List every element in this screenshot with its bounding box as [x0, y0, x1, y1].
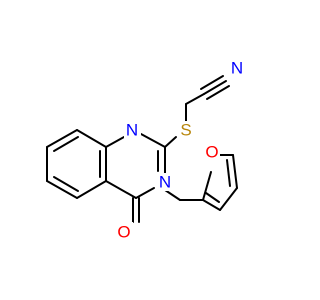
molecule-drawing: N N S N O O: [46, 58, 246, 242]
triple-bond: [206, 85, 230, 100]
pyrimidinone-ring: [105, 133, 166, 223]
bond: [105, 136, 125, 148]
bond: [185, 93, 205, 105]
cyanomethylthio-group: [164, 75, 230, 148]
bond: [105, 180, 137, 199]
furylmethyl-group: [164, 154, 238, 211]
bond: [140, 133, 166, 148]
bond: [46, 180, 78, 199]
bond: [202, 171, 212, 201]
bond: [202, 199, 221, 211]
structure-diagram: N N S N O O: [46, 58, 246, 242]
double-bond-inner: [53, 136, 79, 152]
atom-label-carbonyl-o: O: [117, 223, 130, 242]
bond: [76, 180, 107, 199]
bond: [164, 136, 177, 148]
atom-label-n3: N: [159, 173, 171, 192]
bond: [46, 129, 78, 148]
triple-bond: [200, 75, 224, 90]
double-bond-inner: [205, 192, 220, 203]
double-bond-inner: [53, 176, 79, 192]
benzene-ring: [46, 129, 107, 199]
atom-labels: N N S N O O: [116, 59, 246, 242]
triple-bond: [203, 80, 227, 95]
atom-label-nitrile-n: N: [231, 59, 243, 78]
bond: [135, 187, 155, 199]
bond: [76, 129, 107, 148]
bond: [232, 154, 238, 189]
bond: [219, 187, 238, 211]
atom-label-n1: N: [126, 121, 138, 140]
atom-label-furan-o: O: [205, 143, 218, 162]
bond: [164, 189, 181, 201]
double-bond-inner: [226, 159, 231, 187]
atom-label-s: S: [180, 121, 191, 140]
